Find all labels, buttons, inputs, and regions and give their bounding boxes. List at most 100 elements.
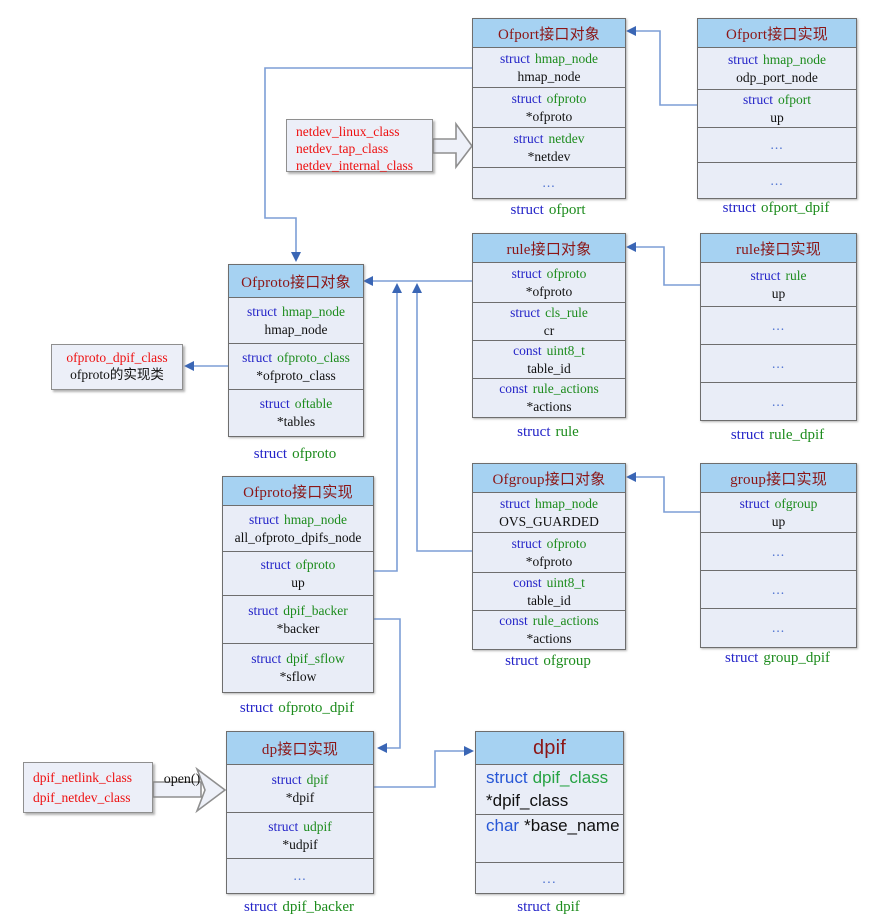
field-keyword: struct xyxy=(513,130,544,146)
ellipsis-row: ... xyxy=(771,620,786,636)
field-type: uint8_t xyxy=(546,574,585,590)
field-member: *actions xyxy=(526,631,572,646)
connector-backer-to-dp-impl xyxy=(372,618,401,749)
box-title: rule接口对象 xyxy=(473,234,625,263)
field-keyword: struct xyxy=(271,771,302,787)
struct-box-ofproto-object: Ofproto接口对象 struct hmap_node hmap_node st… xyxy=(228,264,364,437)
class-name: dpif_netlink_class xyxy=(33,770,132,785)
field-member: up xyxy=(771,285,786,301)
block-arrow-open xyxy=(152,766,227,814)
ofproto-dpif-class-note: ofproto_dpif_class ofproto的实现类 xyxy=(51,344,183,390)
arrowhead-right-dpif xyxy=(464,746,474,756)
field-keyword: struct xyxy=(728,51,758,67)
field-keyword: struct xyxy=(242,349,273,365)
field-member: OVS_GUARDED xyxy=(499,513,599,529)
field-keyword: const xyxy=(513,342,542,358)
netdev-classes-note: netdev_linux_class netdev_tap_class netd… xyxy=(286,119,433,173)
arrowhead-down-ofproto xyxy=(291,252,301,262)
field-member: *sflow xyxy=(279,669,317,684)
field-member: *ofproto_class xyxy=(256,367,336,383)
ellipsis-row: ... xyxy=(701,571,856,609)
field-keyword: struct xyxy=(743,91,773,107)
field-row: char*base_name xyxy=(476,815,623,863)
field-type: rule_actions xyxy=(532,613,599,629)
box-title: rule接口实现 xyxy=(701,234,856,263)
field-member: up xyxy=(770,109,784,125)
ellipsis-row: ... xyxy=(771,393,786,409)
field-type: dpif xyxy=(306,771,329,787)
field-member: *dpif xyxy=(285,789,315,805)
connector-dpif-ptr-to-dpif xyxy=(372,750,464,788)
box-title: dpif xyxy=(476,732,623,765)
arrowhead-left-ofproto xyxy=(363,276,373,286)
field-member: up xyxy=(291,574,305,590)
arrowhead-up-from-ofproto-impl xyxy=(392,283,402,293)
field-type: dpif_backer xyxy=(283,602,348,618)
field-member: cr xyxy=(543,322,555,338)
field-member: odp_port_node xyxy=(736,69,818,85)
field-member: *tables xyxy=(276,414,316,429)
field-member: *actions xyxy=(526,399,572,414)
field-member: hmap_node xyxy=(264,321,328,337)
box-title: Ofport接口对象 xyxy=(473,19,625,48)
ellipsis-row: ... xyxy=(701,345,856,383)
field-type: hmap_node xyxy=(763,51,826,67)
box-title: Ofport接口实现 xyxy=(698,19,856,48)
arrowhead-left-dp-impl xyxy=(377,743,387,753)
arrowhead-left-classbox xyxy=(184,361,194,371)
connector-group-impl-to-ofgroup-obj xyxy=(636,476,700,513)
field-keyword: struct xyxy=(268,818,299,834)
field-keyword: struct xyxy=(500,50,530,66)
connector-ofport-obj-to-ofproto-obj xyxy=(264,67,472,253)
field-keyword: struct xyxy=(247,303,277,319)
field-keyword: char xyxy=(486,816,520,835)
field-row: struct hmap_node hmap_node xyxy=(229,298,363,344)
field-member: *ofproto xyxy=(525,108,573,124)
connector-ofgroup-obj-to-ofproto-obj xyxy=(416,292,472,552)
field-keyword: const xyxy=(513,574,542,590)
field-keyword: struct xyxy=(511,535,542,551)
field-type: hmap_node xyxy=(282,303,345,319)
open-call-label: open() xyxy=(163,772,201,787)
connector-ofport-impl-to-ofport-obj xyxy=(636,30,697,106)
arrowhead-left-rule xyxy=(626,242,636,252)
block-arrow-netdev xyxy=(432,121,473,170)
box-title: Ofproto接口对象 xyxy=(229,265,363,298)
box-title: dp接口实现 xyxy=(227,732,373,765)
ellipsis-row: ... xyxy=(701,533,856,571)
field-member: all_ofproto_dpifs_node xyxy=(234,529,362,545)
field-keyword: struct xyxy=(500,495,530,511)
field-keyword: struct xyxy=(249,511,279,527)
ellipsis-row: ... xyxy=(770,172,784,188)
ellipsis-row: ... xyxy=(542,869,557,886)
field-keyword: struct xyxy=(510,304,541,320)
field-type: ofproto xyxy=(546,535,587,551)
field-keyword: struct xyxy=(511,90,542,106)
field-type: ofproto xyxy=(546,90,587,106)
field-keyword: struct xyxy=(486,768,528,788)
